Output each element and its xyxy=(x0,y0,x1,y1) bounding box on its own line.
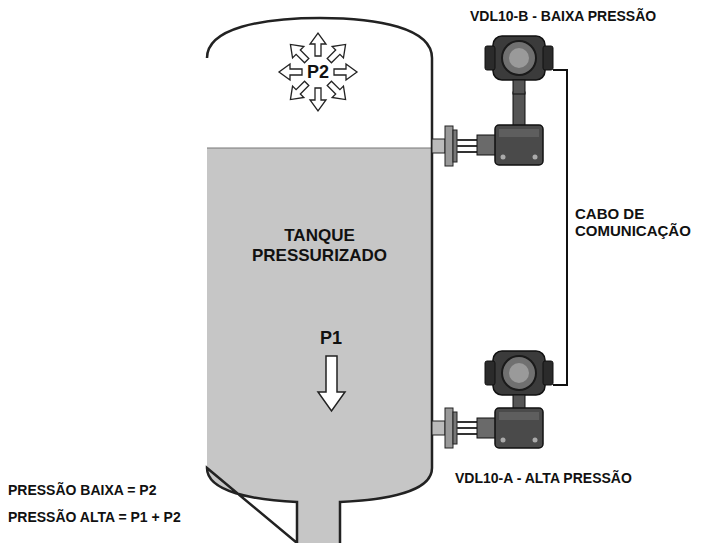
transmitter-a-head xyxy=(485,351,553,409)
pressure-symbol: P1 xyxy=(320,328,342,349)
transmitter-neck xyxy=(513,92,525,126)
pressure-transmitter: VDL10-B - BAIXA PRESSÃO xyxy=(485,30,553,165)
transmitter-a-sensor xyxy=(477,408,543,448)
pressure-arrow xyxy=(279,64,302,80)
pressure-arrow xyxy=(310,33,326,56)
instrument-tag: VDL10-A - ALTA PRESSÃO xyxy=(455,470,632,486)
pressure-arrow xyxy=(310,88,326,111)
pressurized-tank: TANQUE PRESSURIZADO xyxy=(207,18,432,502)
lower-nozzle xyxy=(432,408,478,448)
cable-label: CABO DE COMUNICAÇÃO xyxy=(575,205,710,240)
node-title: TANQUE PRESSURIZADO xyxy=(235,226,405,265)
transmitter-b-head xyxy=(485,36,553,94)
instrument-tag: VDL10-B - BAIXA PRESSÃO xyxy=(470,8,656,24)
transmitter-b-sensor xyxy=(477,125,543,165)
pressure-symbol: P2 xyxy=(307,62,329,83)
tank-liquid xyxy=(200,148,440,543)
pressure-burst xyxy=(279,33,357,111)
pressure-arrow xyxy=(285,78,313,106)
formula-note: PRESSÃO ALTA = P1 + P2 xyxy=(8,509,181,525)
liquid-level xyxy=(207,148,432,149)
upper-nozzle xyxy=(432,126,478,166)
pressure-transmitter: VDL10-A - ALTA PRESSÃO xyxy=(485,345,553,448)
pressure-arrow xyxy=(334,64,357,80)
communication-cable xyxy=(553,70,567,385)
formula-note: PRESSÃO BAIXA = P2 xyxy=(8,482,156,498)
weight-arrow xyxy=(318,356,345,411)
tank-outline xyxy=(207,18,432,543)
pressure-arrow xyxy=(324,78,352,106)
